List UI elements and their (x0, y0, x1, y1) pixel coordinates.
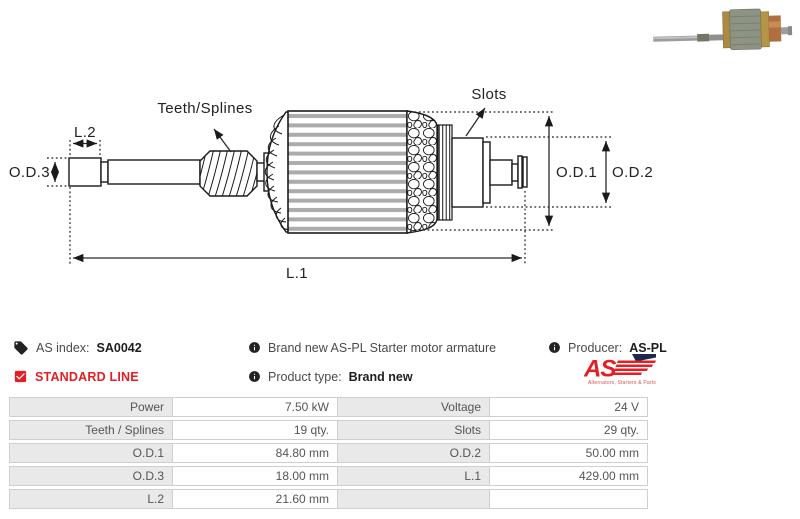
spec-value: 7.50 kW (172, 397, 338, 417)
spec-label: Teeth / Splines (9, 420, 173, 440)
spec-value: 429.00 mm (489, 466, 648, 486)
spec-label: L.2 (9, 489, 173, 509)
table-row: L.2 21.60 mm (9, 489, 649, 509)
spec-label: O.D.2 (337, 443, 490, 463)
shaft-left-end (68, 157, 201, 187)
spec-label (337, 489, 490, 509)
winding-head-right (406, 110, 438, 234)
slots-callout: Slots (465, 86, 506, 137)
spec-value: 84.80 mm (172, 443, 338, 463)
product-photo (653, 8, 793, 51)
logo-navy-triangle (632, 354, 656, 362)
product-description: Brand new AS-PL Starter motor armature (268, 340, 497, 355)
as-pl-logo: AS Alternators, Starters & Parts (584, 354, 656, 386)
slots-label: Slots (471, 86, 506, 103)
standard-line-row: STANDARD LINE (13, 369, 139, 384)
info-icon (249, 342, 260, 353)
teeth-splines-label: Teeth/Splines (157, 100, 252, 117)
spec-value: 24 V (489, 397, 648, 417)
product-type-value: Brand new (348, 369, 413, 384)
spec-label: L.1 (337, 466, 490, 486)
spec-label: Voltage (337, 397, 490, 417)
tag-icon (14, 340, 28, 355)
logo-monogram: AS (584, 356, 616, 383)
od2-label: O.D.2 (612, 164, 653, 181)
armature-technical-drawing: O.D.3 L.2 L.1 O.D.1 O.D.2 Teeth (9, 86, 653, 282)
spec-label: O.D.1 (9, 443, 173, 463)
standard-line-label: STANDARD LINE (35, 369, 139, 384)
spec-value: 21.60 mm (172, 489, 338, 509)
checkbox-checked-icon (14, 370, 27, 383)
producer-row: Producer: AS-PL (548, 340, 667, 355)
spec-value (489, 489, 648, 509)
spec-label: Slots (337, 420, 490, 440)
l2-label: L.2 (74, 124, 96, 141)
spec-table: Power 7.50 kW Voltage 24 V Teeth / Splin… (9, 397, 649, 512)
dimension-od2: O.D.2 (486, 136, 653, 208)
logo-tagline: Alternators, Starters & Parts (588, 380, 656, 386)
dimension-l1: L.1 (69, 187, 526, 282)
as-index-row: AS index: SA0042 (13, 340, 142, 355)
table-row: Teeth / Splines 19 qty. Slots 29 qty. (9, 420, 649, 440)
dimension-l2: L.2 (69, 124, 101, 157)
product-type-label: Product type: (268, 369, 342, 384)
table-row: O.D.3 18.00 mm L.1 429.00 mm (9, 466, 649, 486)
info-icon (549, 342, 560, 353)
logo-speed-stripes (612, 360, 656, 375)
producer-label: Producer: (568, 340, 623, 355)
dimension-od3: O.D.3 (9, 157, 68, 187)
teeth-splines-callout: Teeth/Splines (157, 100, 252, 153)
info-icon (249, 371, 260, 382)
armature-core (287, 110, 408, 234)
od3-label: O.D.3 (9, 164, 50, 181)
spec-value: 19 qty. (172, 420, 338, 440)
spec-label: Power (9, 397, 173, 417)
spec-value: 50.00 mm (489, 443, 648, 463)
table-row: O.D.1 84.80 mm O.D.2 50.00 mm (9, 443, 649, 463)
commutator-and-shaft-end (451, 137, 528, 208)
spec-value: 18.00 mm (172, 466, 338, 486)
table-row: Power 7.50 kW Voltage 24 V (9, 397, 649, 417)
product-type-row: Product type: Brand new (248, 369, 413, 384)
l1-label: L.1 (286, 265, 308, 282)
winding-head-left (264, 111, 294, 233)
spec-value: 29 qty. (489, 420, 648, 440)
as-index-value: SA0042 (96, 340, 142, 355)
description-row: Brand new AS-PL Starter motor armature (248, 340, 496, 355)
spline-gear (199, 150, 258, 197)
commutator-riser (437, 124, 453, 221)
spec-label: O.D.3 (9, 466, 173, 486)
od1-label: O.D.1 (556, 164, 597, 181)
as-index-label: AS index: (36, 340, 90, 355)
producer-value: AS-PL (629, 340, 667, 355)
